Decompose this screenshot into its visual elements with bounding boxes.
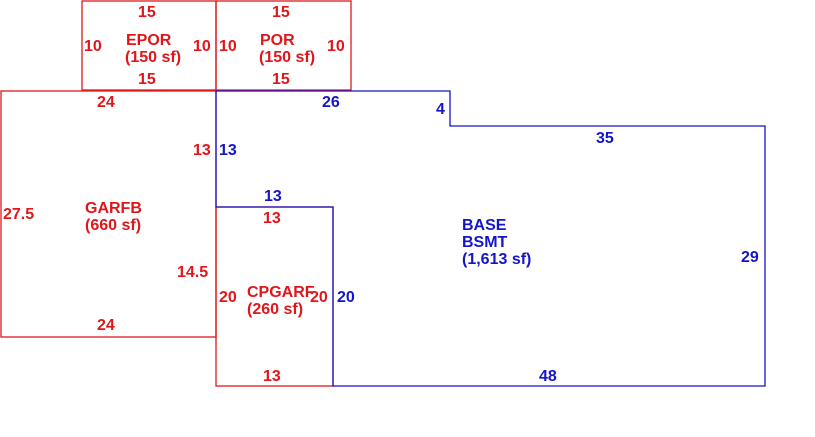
base-dim-left-upper: 13 [219,142,237,159]
base-name-line2: BSMT [462,234,508,251]
base-outline [215,90,766,387]
base-size: (1,613 sf) [462,251,531,268]
epor-dim-bottom: 15 [138,71,156,88]
garfb-dim-left: 27.5 [3,206,34,223]
garfb-dim-bottom: 24 [97,317,115,334]
por-dim-top: 15 [272,4,290,21]
por-size: (150 sf) [259,49,315,66]
por-dim-left: 10 [219,38,237,55]
garfb-name: GARFB [85,200,142,217]
cpgarf-dim-top: 13 [263,210,281,227]
base-dim-notch-side: 20 [337,289,355,306]
garfb-dim-top: 24 [97,94,115,111]
cpgarf-name: CPGARF [247,284,315,301]
por-outline [215,0,352,91]
blue-labels: BASE BSMT (1,613 sf) 26 4 35 29 48 13 13… [219,94,759,385]
epor-name: EPOR [126,32,172,49]
base-name: BASE [462,217,507,234]
base-dim-notch-top: 13 [264,188,282,205]
epor-dim-right: 10 [193,38,211,55]
base-dim-top: 26 [322,94,340,111]
base-dim-right: 29 [741,249,759,266]
garfb-size: (660 sf) [85,217,141,234]
cpgarf-dim-right: 20 [310,289,328,306]
por-name: POR [260,32,295,49]
garfb-dim-right-lower: 14.5 [177,264,208,281]
garfb-dim-right-upper: 13 [193,142,211,159]
epor-dim-top: 15 [138,4,156,21]
base-dim-step: 4 [436,101,445,118]
epor-size: (150 sf) [125,49,181,66]
red-labels: EPOR (150 sf) 15 15 10 10 POR (150 sf) 1… [3,4,345,385]
por-dim-bottom: 15 [272,71,290,88]
epor-dim-left: 10 [84,38,102,55]
cpgarf-dim-left: 20 [219,289,237,306]
base-dim-upper-right: 35 [596,130,614,147]
por-dim-right: 10 [327,38,345,55]
cpgarf-size: (260 sf) [247,301,303,318]
cpgarf-dim-bottom: 13 [263,368,281,385]
base-dim-bottom: 48 [539,368,557,385]
